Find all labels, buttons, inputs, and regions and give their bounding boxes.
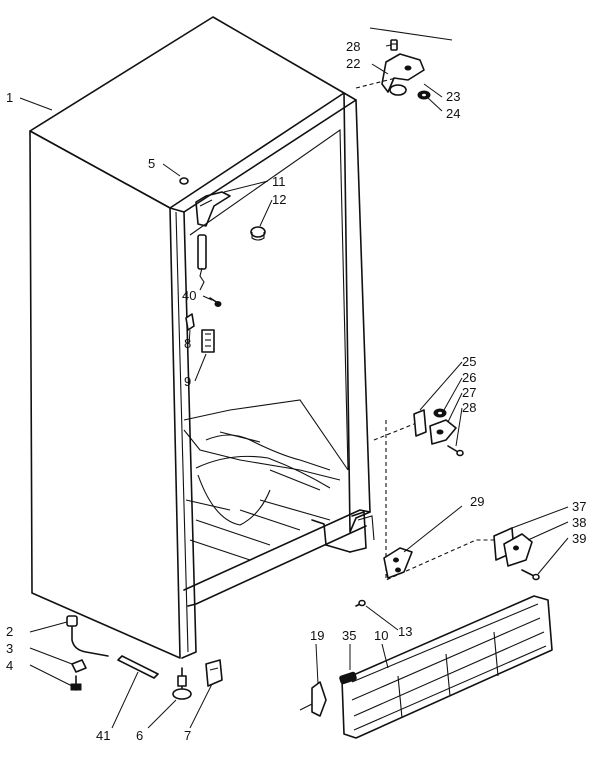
callout-9: 9 <box>184 374 191 389</box>
callout-28-top: 28 <box>346 39 360 54</box>
front-frame-right <box>343 92 371 533</box>
grille-assembly <box>299 595 553 739</box>
callout-27: 27 <box>462 385 476 400</box>
callout-7: 7 <box>184 728 191 743</box>
callout-13: 13 <box>398 624 412 639</box>
part-9-control <box>201 329 215 353</box>
callout-19: 19 <box>310 628 324 643</box>
part-29-bracket <box>383 547 413 579</box>
part-22-hinge <box>381 53 425 93</box>
callout-22: 22 <box>346 56 360 71</box>
callout-40: 40 <box>182 288 196 303</box>
callout-1: 1 <box>6 90 13 105</box>
part-25-spacer <box>413 409 427 437</box>
callout-8: 8 <box>184 336 191 351</box>
callout-12: 12 <box>272 192 286 207</box>
callout-4: 4 <box>6 658 13 673</box>
part-8-clip <box>185 313 195 331</box>
part-11-bracket <box>195 191 231 227</box>
callout-41: 41 <box>96 728 110 743</box>
callout-28-mid: 28 <box>462 400 476 415</box>
part-12-socket <box>250 226 266 238</box>
callout-38: 38 <box>572 515 586 530</box>
part-3-clip <box>71 659 87 673</box>
part-5-plug <box>179 177 189 185</box>
callout-37: 37 <box>572 499 586 514</box>
part-28-screw-mid <box>447 445 459 453</box>
callout-labels: 1 5 11 12 28 22 23 24 40 8 9 25 26 27 28… <box>6 39 586 743</box>
callout-39: 39 <box>572 531 586 546</box>
callout-24: 24 <box>446 106 460 121</box>
part-2-drain-tube <box>71 621 109 657</box>
callout-26: 26 <box>462 370 476 385</box>
right-bracket-assembly <box>493 527 540 581</box>
callout-2: 2 <box>6 624 13 639</box>
part-39-screw <box>521 569 535 577</box>
part-28-screw-top <box>390 39 398 51</box>
part-7-bracket <box>205 659 223 687</box>
part-35-pad <box>339 671 357 685</box>
part-41-bar <box>117 655 159 679</box>
middle-hinge <box>373 408 494 581</box>
callout-11: 11 <box>272 174 286 189</box>
callout-23: 23 <box>446 89 460 104</box>
top-hinge <box>355 27 453 100</box>
callout-5: 5 <box>148 156 155 171</box>
interior-parts <box>179 177 266 353</box>
cabinet-left-side <box>29 130 181 659</box>
leader-lines <box>19 44 569 729</box>
cabinet <box>29 16 375 659</box>
callout-25: 25 <box>462 354 476 369</box>
callout-6: 6 <box>136 728 143 743</box>
callout-35: 35 <box>342 628 356 643</box>
thermostat-strip <box>197 234 207 270</box>
callout-29: 29 <box>470 494 484 509</box>
callout-3: 3 <box>6 641 13 656</box>
callout-10: 10 <box>374 628 388 643</box>
part-19-clip <box>311 681 327 717</box>
leveler-parts <box>66 615 223 700</box>
